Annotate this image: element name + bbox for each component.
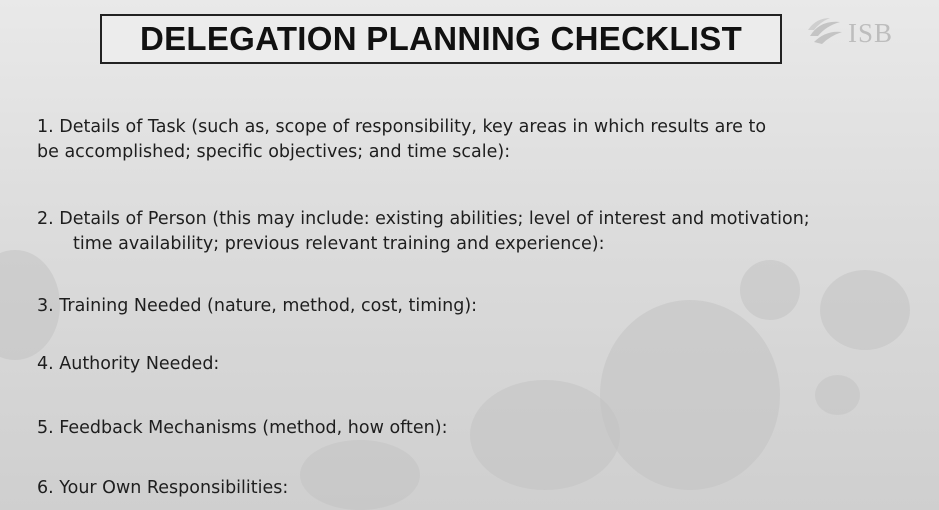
checklist-item-4: 4. Authority Needed: <box>37 352 907 377</box>
slide-title: DELEGATION PLANNING CHECKLIST <box>139 20 743 57</box>
item-text-line: time availability; previous relevant tra… <box>73 234 605 254</box>
background-blob <box>740 260 800 320</box>
checklist-item-6: 6. Your Own Responsibilities: <box>37 476 907 501</box>
item-text-line: 2. Details of Person (this may include: … <box>37 209 810 229</box>
checklist-item-3: 3. Training Needed (nature, method, cost… <box>37 294 907 319</box>
isb-logo-icon <box>808 18 842 44</box>
item-text-line: be accomplished; specific objectives; an… <box>37 142 511 162</box>
background-blob <box>300 440 420 510</box>
background-blob <box>600 300 780 490</box>
slide-title-box: DELEGATION PLANNING CHECKLIST <box>100 14 782 64</box>
item-text-line: 3. Training Needed (nature, method, cost… <box>37 296 478 316</box>
checklist-item-5: 5. Feedback Mechanisms (method, how ofte… <box>37 416 907 441</box>
item-text-line: 5. Feedback Mechanisms (method, how ofte… <box>37 418 448 438</box>
item-text-line: 1. Details of Task (such as, scope of re… <box>37 117 767 137</box>
checklist-item-1: 1. Details of Task (such as, scope of re… <box>37 115 907 165</box>
item-text-line: 6. Your Own Responsibilities: <box>37 478 289 498</box>
logo-text: ISB <box>848 18 894 48</box>
background-blob <box>820 270 910 350</box>
background-blob <box>470 380 620 490</box>
background-blob <box>815 375 860 415</box>
item-text-line: 4. Authority Needed: <box>37 354 220 374</box>
checklist-item-2: 2. Details of Person (this may include: … <box>37 207 907 257</box>
isb-logo: ISB <box>806 14 916 54</box>
